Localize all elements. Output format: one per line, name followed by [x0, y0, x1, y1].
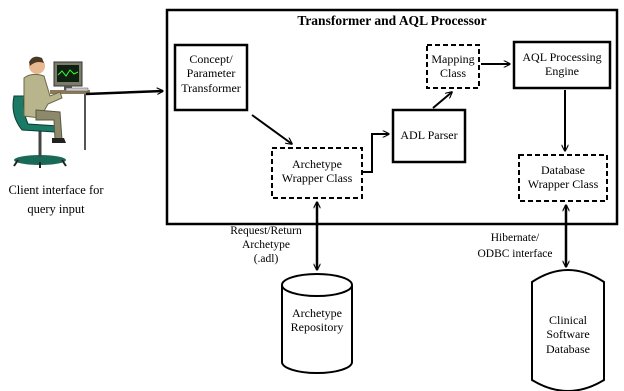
aql-engine-box [512, 40, 612, 90]
clinical-database-cylinder [531, 269, 605, 391]
hibernate-label: Hibernate/ ODBC interface [477, 232, 553, 260]
adl-parser-box [391, 108, 467, 164]
clinical-database-label: Clinical Software Database [546, 313, 590, 356]
client-caption: Client interface for query input [8, 183, 104, 217]
processor-frame [165, 8, 619, 226]
adl-parser-label: ADL Parser [400, 128, 458, 142]
processor-title: Transformer and AQL Processor [297, 13, 487, 28]
arrow-adl-parser-to-mapping-class [432, 92, 452, 109]
client-workstation-icon [12, 56, 90, 168]
archetype-wrapper-label: Archetype Wrapper Class [281, 157, 353, 186]
concept-transformer-box [173, 43, 249, 112]
aql-engine-label: AQL Processing Engine [522, 50, 602, 79]
archetype-repository-label: Archetype Repository [290, 306, 344, 335]
mapping-class-label: Mapping Class [431, 52, 475, 81]
archetype-repository-cylinder [281, 273, 353, 374]
arrow-concept-to-archetype-wrapper [251, 114, 292, 144]
arrow-archetype-wrapper-to-adl-parser [362, 134, 389, 173]
mapping-class-box [426, 44, 480, 89]
database-wrapper-label: Database Wrapper Class [527, 163, 599, 192]
arrow-client-to-processor [85, 91, 163, 96]
database-wrapper-box [518, 154, 608, 202]
concept-transformer-label: Concept/ Parameter Transformer [181, 52, 241, 95]
request-return-label: Request/Return Archetype (.adl) [230, 225, 302, 265]
